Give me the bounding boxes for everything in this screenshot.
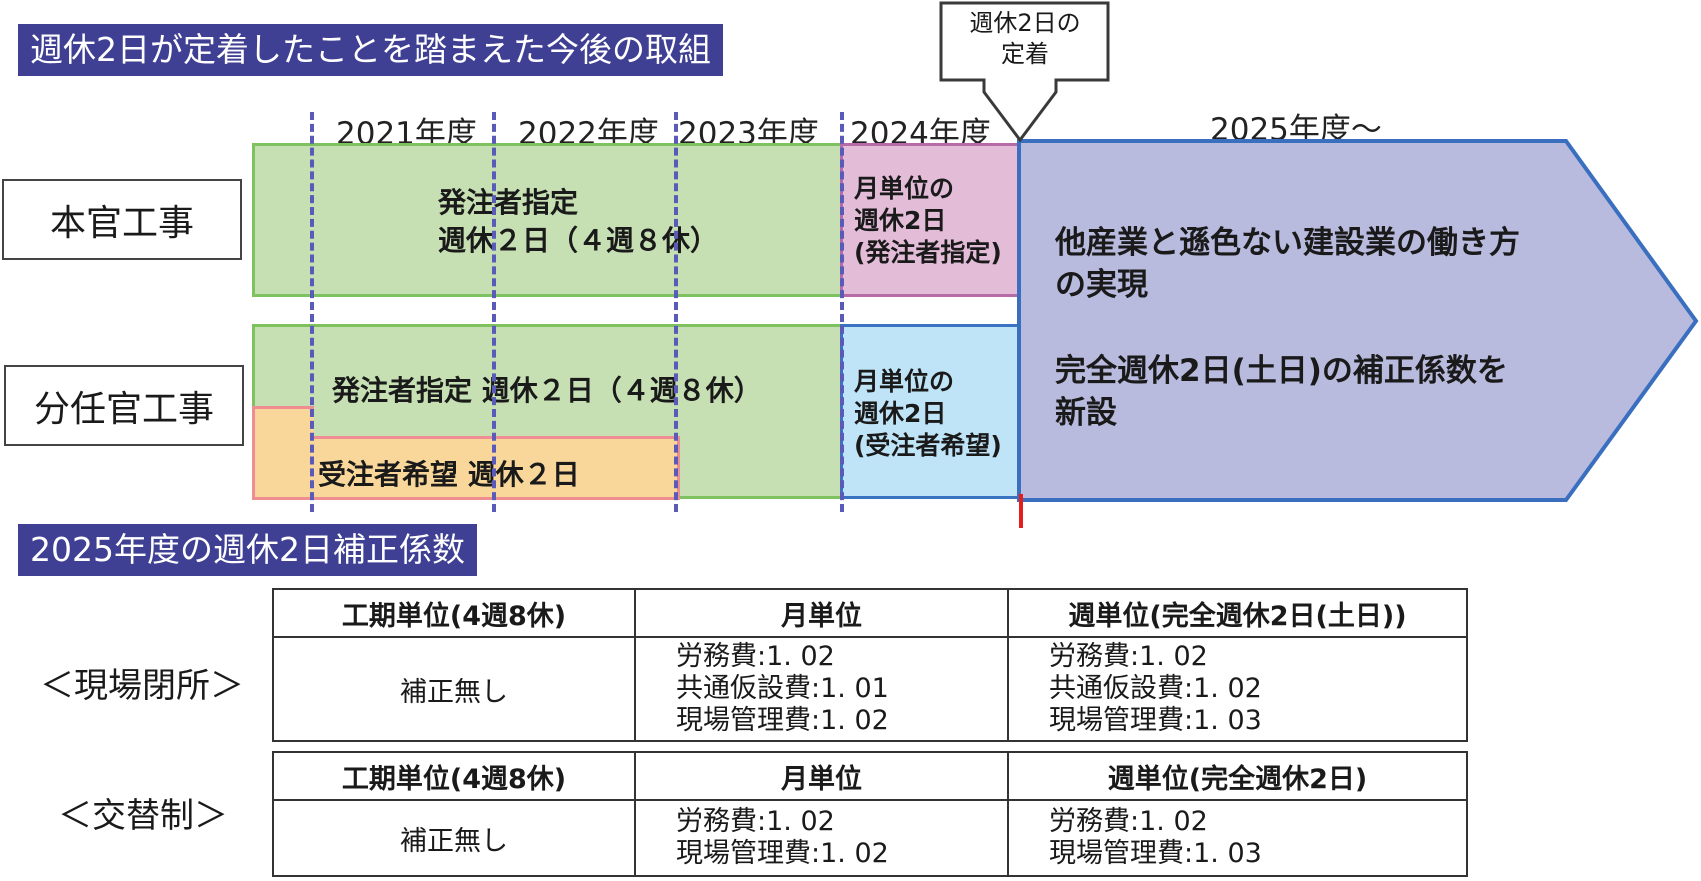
table1-period-value: 補正無し — [272, 636, 636, 742]
honkan-designated-box — [252, 143, 844, 297]
bunnin-designated-text: 発注者指定 週休２日（４週８休） — [332, 374, 762, 407]
divider-2022 — [492, 112, 496, 512]
honkan-monthly-line3: (発注者指定) — [854, 238, 1002, 267]
arrow-text: 他産業と遜色ない建設業の働き方 の実現 完全週休2日(土日)の補正係数を 新設 — [1055, 222, 1520, 434]
honkan-designated-line2: 週休２日（４週８休） — [438, 224, 719, 257]
bunnin-monthly-line3: (受注者希望) — [854, 431, 1002, 460]
section2-banner: 2025年度の週休2日補正係数 — [18, 524, 477, 576]
table1-weekly-line1: 労務費:1. 02 — [1049, 641, 1208, 672]
table2-weekly-values: 労務費:1. 02 現場管理費:1. 03 — [1007, 799, 1468, 877]
table1-weekly-line3: 現場管理費:1. 03 — [1049, 705, 1262, 736]
honkan-monthly-text: 月単位の 週休2日 (発注者指定) — [854, 173, 1002, 269]
honkan-monthly-line2: 週休2日 — [854, 206, 947, 235]
table2-monthly-line1: 労務費:1. 02 — [676, 806, 835, 837]
table2-period-value: 補正無し — [272, 799, 636, 877]
bunnin-monthly-text: 月単位の 週休2日 (受注者希望) — [854, 366, 1002, 462]
callout-arrow-shape — [939, 1, 1110, 143]
table1-weekly-values: 労務費:1. 02 共通仮設費:1. 02 現場管理費:1. 03 — [1007, 636, 1468, 742]
divider-2023 — [674, 112, 678, 512]
table1-label: ＜現場閉所＞ — [40, 666, 244, 706]
table1-monthly-values: 労務費:1. 02 共通仮設費:1. 01 現場管理費:1. 02 — [634, 636, 1009, 742]
table1-header-period: 工期単位(4週8休) — [272, 588, 636, 638]
table1-monthly-line1: 労務費:1. 02 — [676, 641, 835, 672]
table2-header-weekly: 週単位(完全週休2日) — [1007, 751, 1468, 801]
table2-label: ＜交替制＞ — [58, 796, 228, 836]
table1-monthly-line2: 共通仮設費:1. 01 — [676, 673, 889, 704]
table1-monthly-line3: 現場管理費:1. 02 — [676, 705, 889, 736]
callout-text: 週休2日の 定着 — [941, 8, 1109, 70]
row-label-bunnin-text: 分任官工事 — [33, 388, 214, 430]
callout-arrow — [939, 1, 1110, 143]
future-arrow — [1017, 139, 1699, 502]
callout-line2: 定着 — [1001, 40, 1049, 68]
table2-weekly-line2: 現場管理費:1. 03 — [1049, 838, 1262, 869]
table-row: 補正無し 労務費:1. 02 共通仮設費:1. 01 現場管理費:1. 02 労… — [272, 636, 1468, 742]
title-text: 週休2日が定着したことを踏まえた今後の取組 — [30, 30, 711, 69]
bunnin-monthly-line2: 週休2日 — [854, 399, 947, 428]
callout-line1: 週休2日の — [969, 9, 1081, 37]
arrow-line4: 新設 — [1055, 395, 1117, 431]
bunnin-request-text: 受注者希望 週休２日 — [318, 458, 580, 491]
red-marker-line — [1019, 494, 1023, 528]
table-row: 補正無し 労務費:1. 02 現場管理費:1. 02 労務費:1. 02 現場管… — [272, 799, 1468, 877]
table1-header-weekly: 週単位(完全週休2日(土日)) — [1007, 588, 1468, 638]
honkan-designated-line1: 発注者指定 — [438, 186, 579, 219]
table-row: 工期単位(4週8休) 月単位 週単位(完全週休2日) — [272, 751, 1468, 801]
bunnin-monthly-box — [840, 324, 1020, 499]
table2-header-monthly: 月単位 — [634, 751, 1009, 801]
honkan-designated-text: 発注者指定 週休２日（４週８休） — [438, 186, 718, 258]
arrow-line3: 完全週休2日(土日)の補正係数を — [1055, 353, 1508, 389]
title-banner: 週休2日が定着したことを踏まえた今後の取組 — [18, 24, 723, 76]
row-label-bunnin: 分任官工事 — [4, 365, 244, 446]
bunnin-request-box-lower — [252, 466, 680, 500]
honkan-monthly-line1: 月単位の — [854, 174, 955, 203]
section2-title: 2025年度の週休2日補正係数 — [30, 530, 465, 569]
table2-header-period: 工期単位(4週8休) — [272, 751, 636, 801]
table-row: 工期単位(4週8休) 月単位 週単位(完全週休2日(土日)) — [272, 588, 1468, 638]
divider-2021 — [310, 112, 314, 512]
table2-monthly-line2: 現場管理費:1. 02 — [676, 838, 889, 869]
row-label-honkan-text: 本官工事 — [49, 202, 194, 244]
row-label-honkan: 本官工事 — [2, 179, 242, 260]
bunnin-monthly-line1: 月単位の — [854, 367, 955, 396]
future-arrow-shape — [1017, 139, 1699, 502]
arrow-line1: 他産業と遜色ない建設業の働き方 — [1055, 225, 1520, 261]
divider-2024 — [840, 112, 844, 512]
arrow-line2: の実現 — [1055, 267, 1148, 303]
table2-monthly-values: 労務費:1. 02 現場管理費:1. 02 — [634, 799, 1009, 877]
table2-weekly-line1: 労務費:1. 02 — [1049, 806, 1208, 837]
table1-header-monthly: 月単位 — [634, 588, 1009, 638]
table-shift-system: 工期単位(4週8休) 月単位 週単位(完全週休2日) 補正無し 労務費:1. 0… — [272, 751, 1468, 877]
table-site-closure: 工期単位(4週8休) 月単位 週単位(完全週休2日(土日)) 補正無し 労務費:… — [272, 588, 1468, 742]
table1-weekly-line2: 共通仮設費:1. 02 — [1049, 673, 1262, 704]
